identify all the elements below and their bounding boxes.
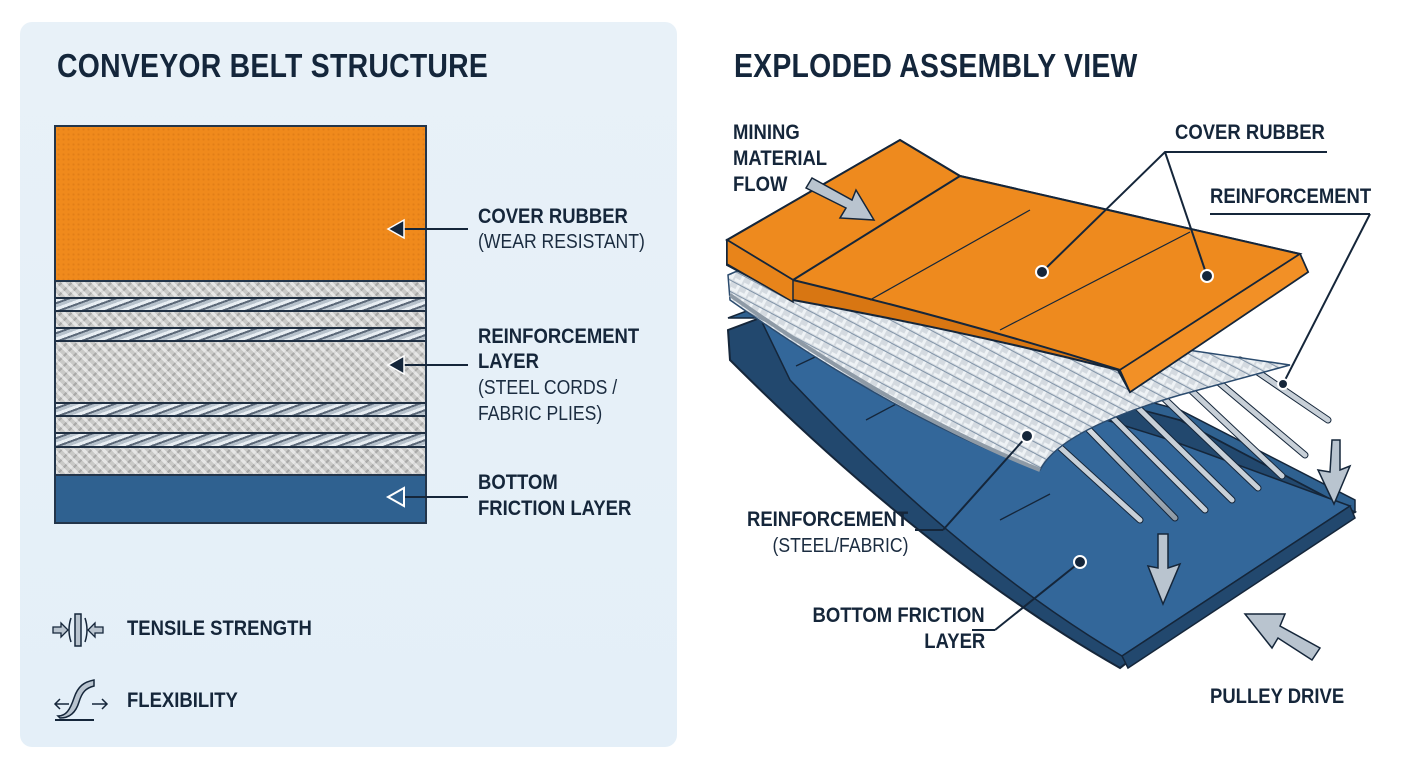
leader-dots bbox=[1020, 265, 1289, 569]
callout-cover-rubber-title: COVER RUBBER bbox=[478, 205, 628, 228]
downward-force-arrow-icon bbox=[1146, 533, 1182, 606]
steel-cord-layer bbox=[56, 402, 425, 417]
fabric-ply-layer bbox=[56, 448, 425, 474]
steel-cord-layer bbox=[56, 297, 425, 312]
cover-rubber-layer bbox=[56, 127, 425, 282]
callout-bottom-friction-title-2: FRICTION LAYER bbox=[478, 497, 632, 520]
label-bottom-friction-1: BOTTOM FRICTION bbox=[812, 604, 985, 627]
mining-flow-arrow-icon bbox=[804, 176, 876, 221]
legend-tensile-strength-label: TENSILE STRENGTH bbox=[127, 617, 312, 640]
exploded-cover-rubber-layer bbox=[725, 138, 1310, 394]
steel-cord-layer bbox=[56, 327, 425, 342]
fabric-ply-layer bbox=[56, 312, 425, 327]
fabric-ply-layer bbox=[56, 342, 425, 402]
arrow-cover-rubber bbox=[386, 218, 468, 240]
flexibility-icon bbox=[53, 679, 109, 721]
exploded-leader-lines bbox=[942, 151, 1371, 631]
exploded-view-title: EXPLODED ASSEMBLY VIEW bbox=[734, 47, 1138, 84]
label-mining-flow-1: MINING bbox=[733, 121, 800, 144]
label-reinforcement-detail: (STEEL/FABRIC) bbox=[772, 535, 908, 557]
callout-reinforcement-detail-2: FABRIC PLIES) bbox=[478, 403, 603, 425]
fabric-ply-layer bbox=[56, 282, 425, 297]
label-reinforcement-top: REINFORCEMENT bbox=[1210, 185, 1372, 208]
callout-reinforcement-detail-1: (STEEL CORDS / bbox=[478, 377, 618, 399]
steel-cord-layer bbox=[56, 432, 425, 448]
arrow-bottom-friction bbox=[385, 486, 468, 508]
callout-reinforcement-title-2: LAYER bbox=[478, 350, 539, 373]
callout-bottom-friction-title-1: BOTTOM bbox=[478, 471, 558, 494]
arrow-reinforcement bbox=[386, 354, 468, 376]
downward-force-arrow-icon bbox=[1316, 439, 1352, 506]
tensile-strength-icon bbox=[52, 613, 104, 647]
label-cover-rubber: COVER RUBBER bbox=[1175, 121, 1325, 144]
label-mining-flow-2: MATERIAL bbox=[733, 147, 828, 170]
label-mining-flow-3: FLOW bbox=[733, 173, 788, 196]
fabric-ply-layer bbox=[56, 417, 425, 432]
belt-cross-section bbox=[54, 125, 427, 524]
callout-cover-rubber-detail: (WEAR RESISTANT) bbox=[478, 231, 645, 253]
cross-section-title: CONVEYOR BELT STRUCTURE bbox=[57, 47, 489, 84]
bottom-friction-layer bbox=[56, 474, 425, 522]
pulley-drive-arrow-icon bbox=[1243, 613, 1322, 662]
label-pulley-drive: PULLEY DRIVE bbox=[1210, 685, 1345, 708]
label-bottom-friction-2: LAYER bbox=[924, 630, 985, 653]
label-reinforcement-bottom: REINFORCEMENT bbox=[746, 508, 908, 531]
callout-reinforcement-title-1: REINFORCEMENT bbox=[478, 325, 640, 348]
legend-flexibility-label: FLEXIBILITY bbox=[127, 689, 238, 712]
